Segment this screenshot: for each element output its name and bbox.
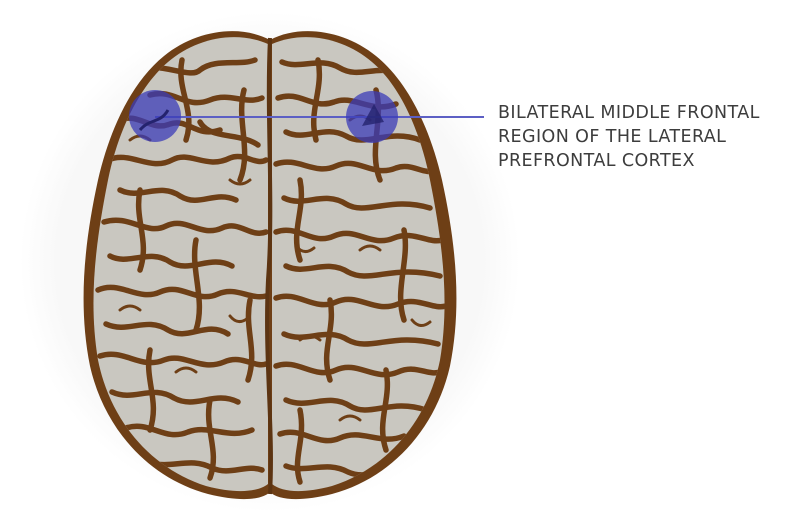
region-annotation: BILATERAL MIDDLE FRONTAL REGION OF THE L… xyxy=(498,101,798,173)
annotation-line-2: REGION OF THE LATERAL xyxy=(498,125,798,149)
annotation-line-1: BILATERAL MIDDLE FRONTAL xyxy=(498,101,798,125)
left-highlight-region xyxy=(129,90,181,142)
annotation-line-3: PREFRONTAL CORTEX xyxy=(498,149,798,173)
